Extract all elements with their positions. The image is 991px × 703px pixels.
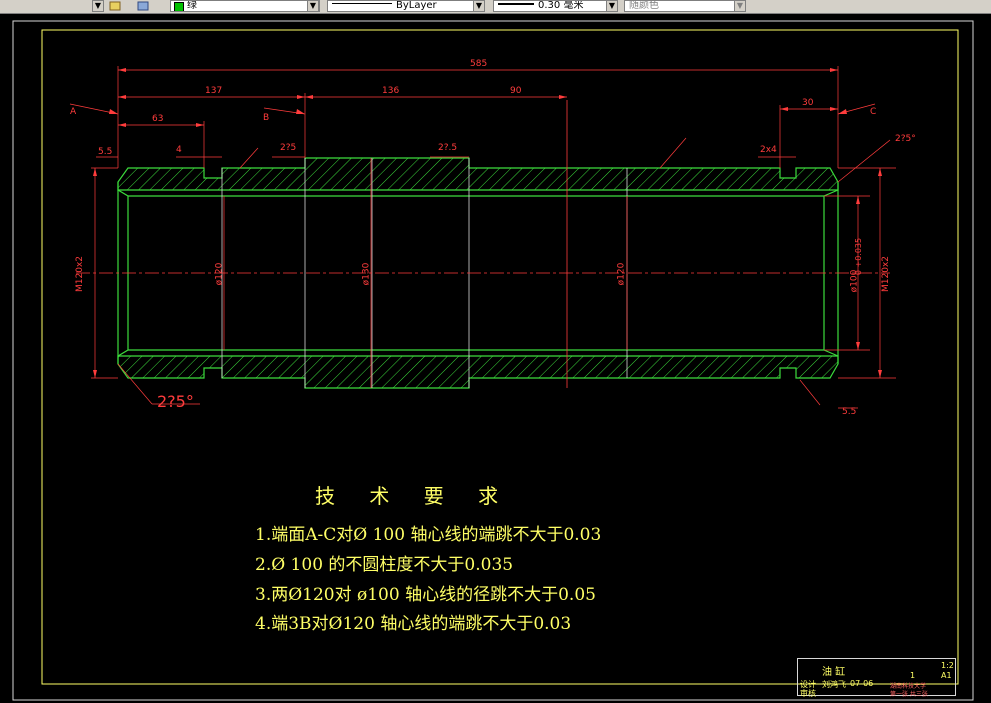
color-value: 绿 <box>187 0 197 11</box>
checker-label: 审核 <box>800 689 816 698</box>
part-name: 油 缸 <box>822 667 846 678</box>
properties-toolbar: ▼ 绿 ▼ ByLayer ▼ 0.30 毫米 ▼ 随颜色 ▼ <box>0 0 991 14</box>
arrow-markers <box>93 68 882 378</box>
drawn-label: 设计 <box>800 680 816 689</box>
color-swatch <box>174 2 184 11</box>
dim-4: 4 <box>176 145 182 155</box>
layer-previous-icon[interactable] <box>136 0 150 12</box>
linetype-control[interactable]: ByLayer <box>327 0 485 12</box>
tech-requirements-title: 技 术 要 求 <box>315 484 513 508</box>
tech-requirement-1: 1.端面A-C对Ø 100 轴心线的端跳不大于0.03 <box>255 525 602 545</box>
color-dropdown-arrow[interactable]: ▼ <box>307 0 319 12</box>
tech-requirement-4: 4.端3B对Ø120 轴心线的端跳不大于0.03 <box>255 614 572 634</box>
lineweight-dropdown-arrow[interactable]: ▼ <box>606 0 618 12</box>
section-label-b: B <box>263 113 270 123</box>
title-block: 油 缸 设计 审核 刘鸿飞 07-06 1 1:2 A1 湖南科技大学 第一张 … <box>797 658 956 698</box>
tech-requirement-3: 3.两Ø120对 ø100 轴心线的径跳不大于0.05 <box>255 585 596 605</box>
dim-dia-130: ø130 <box>361 262 372 286</box>
section-label-c: C <box>870 107 877 117</box>
dim-5-5-left: 5.5 <box>98 147 113 157</box>
dim-groove-left: 2?5 <box>280 143 297 153</box>
dim-chamfer-bottom: 2?5° <box>157 392 194 411</box>
dim-chamfer-2x4: 2x4 <box>760 145 777 155</box>
tech-requirement-2: 2.Ø 100 的不圆柱度不大于0.035 <box>255 555 514 575</box>
part-count: 1 <box>910 671 916 680</box>
dim-dia-120-left: ø120 <box>214 262 225 286</box>
dim-dia-120-right: ø120 <box>616 262 627 286</box>
lineweight-sample <box>498 2 534 5</box>
drawing-svg <box>12 20 974 701</box>
drawing-code: 07-06 <box>850 679 874 688</box>
dim-30: 30 <box>802 98 814 108</box>
scale-value: 1:2 <box>941 661 954 670</box>
plotstyle-control[interactable]: 随颜色 <box>624 0 746 12</box>
dim-90: 90 <box>510 86 522 96</box>
lineweight-value: 0.30 毫米 <box>538 0 584 11</box>
dim-63: 63 <box>152 114 164 124</box>
sheet-border <box>12 20 974 701</box>
dim-137: 137 <box>205 86 223 96</box>
layer-dropdown-arrow[interactable]: ▼ <box>92 0 104 12</box>
dim-136: 136 <box>382 86 400 96</box>
linetype-dropdown-arrow[interactable]: ▼ <box>473 0 485 12</box>
dim-groove-mid: 2?.5 <box>438 143 458 153</box>
section-label-a: A <box>70 107 77 117</box>
dim-chamfer-top: 2?5° <box>895 134 916 144</box>
linetype-sample <box>332 3 392 4</box>
dim-overall: 585 <box>470 59 488 69</box>
drawing-canvas[interactable]: 585 137 63 136 90 30 5.5 4 2?5 2?.5 2x4 … <box>0 14 991 703</box>
color-control[interactable]: 绿 <box>170 0 320 12</box>
dim-tol-100: 0 +0.035 <box>854 237 864 276</box>
drawn-by: 刘鸿飞 <box>822 680 846 689</box>
linetype-value: ByLayer <box>396 0 437 11</box>
school-name: 湖南科技大学 <box>890 683 927 690</box>
dim-thread-left: M120x2 <box>75 256 85 292</box>
sheet-index: 第一张 共三张 <box>890 691 928 698</box>
dimension-lines <box>69 66 896 409</box>
dim-5-5-right: 5.5 <box>842 407 857 417</box>
plotstyle-value: 随颜色 <box>629 0 659 11</box>
lineweight-control[interactable]: 0.30 毫米 <box>493 0 618 12</box>
sheet-size: A1 <box>941 671 952 680</box>
plotstyle-dropdown-arrow[interactable]: ▼ <box>734 0 746 12</box>
layer-states-icon[interactable] <box>108 0 122 12</box>
drawing-frame <box>41 29 959 685</box>
dim-thread-right: M120x2 <box>881 256 891 292</box>
